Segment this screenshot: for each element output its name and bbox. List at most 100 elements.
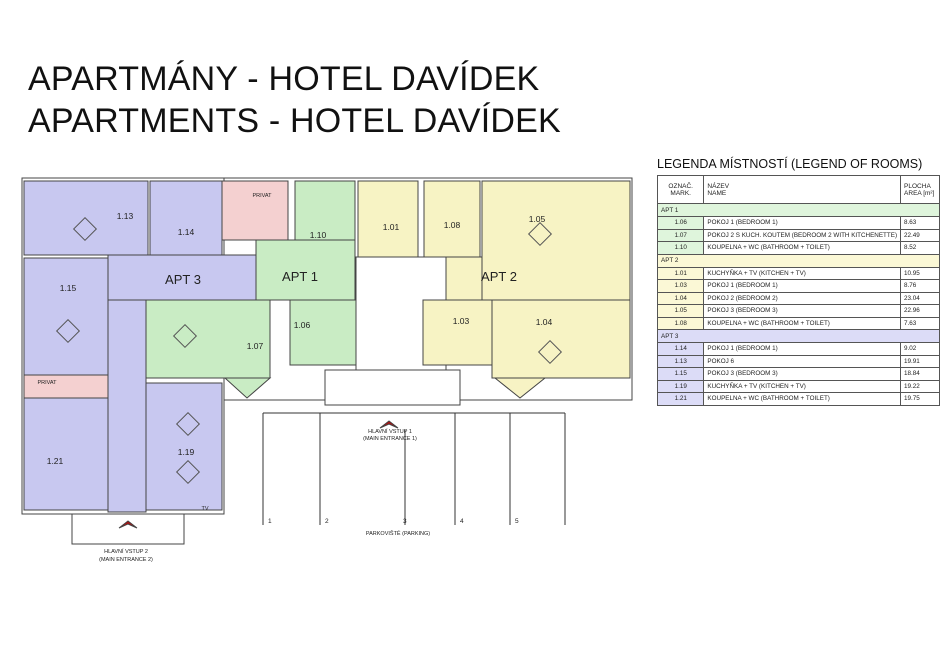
room-area: 9.02 (900, 342, 940, 356)
room-area: 19.22 (900, 379, 940, 393)
privat-lower (23, 374, 109, 399)
room-mark: 1.14 (656, 342, 705, 356)
room-mark: 1.08 (656, 316, 705, 330)
room-mark: 1.07 (656, 228, 705, 242)
room-area: 23.04 (900, 291, 940, 305)
room-area: 18.84 (900, 367, 940, 381)
room-area: 19.91 (900, 354, 940, 368)
entrance2-steps (71, 513, 185, 545)
parking-spot-number: 1 (268, 518, 272, 525)
apt3-hall (107, 299, 147, 513)
room-1-01 (357, 180, 419, 258)
room-1-06 (289, 299, 357, 366)
room-label-1-03: 1.03 (453, 316, 470, 326)
title-czech: APARTMÁNY - HOTEL DAVÍDEK (28, 60, 540, 98)
group-label: APT 1 (657, 203, 940, 217)
table-icon (175, 459, 201, 485)
room-name: KOUPELNA + WC (BATHROOM + TOILET) (703, 241, 902, 255)
room-name: POKOJ 1 (BEDROOM 1) (703, 216, 902, 230)
parking-spot-number: 4 (460, 518, 464, 525)
entrance2-label: HLAVNÍ VSTUP 2 (104, 548, 148, 555)
privat-label: PRIVAT (252, 193, 272, 199)
room-name: POKOJ 3 (BEDROOM 3) (703, 304, 902, 318)
entrance1-label: HLAVNÍ VSTUP 1 (368, 428, 412, 435)
room-label-1-01: 1.01 (383, 222, 400, 232)
room-mark: 1.03 (656, 279, 705, 293)
room-area: 19.75 (900, 392, 940, 406)
room-label-1-07: 1.07 (247, 341, 264, 351)
room-mark: 1.06 (656, 216, 705, 230)
room-1-19 (145, 382, 223, 511)
room-mark: 1.10 (656, 241, 705, 255)
room-mark: 1.15 (656, 367, 705, 381)
parking-spot-number: 2 (325, 518, 329, 525)
room-1-07 (145, 299, 271, 379)
legend-group-3: APT 3 (657, 329, 940, 343)
privat-label: PRIVAT (37, 380, 57, 386)
room-1-08 (423, 180, 481, 258)
apt3-corridor (107, 254, 257, 301)
room-label-1-13: 1.13 (117, 211, 134, 221)
room-1-15 (23, 257, 109, 376)
room-mark: 1.04 (656, 291, 705, 305)
parking-spot-number: 3 (403, 518, 407, 525)
table-icon (72, 216, 98, 242)
room-area: 8.63 (900, 216, 940, 230)
title-english: APARTMENTS - HOTEL DAVÍDEK (28, 102, 561, 140)
legend-title: LEGENDA MÍSTNOSTÍ (LEGEND OF ROOMS) (657, 157, 923, 171)
table-icon (527, 221, 553, 247)
table-icon (172, 323, 198, 349)
table-icon (55, 318, 81, 344)
room-label-1-15: 1.15 (60, 283, 77, 293)
room-1-05 (481, 180, 631, 301)
entrance-porch (324, 369, 461, 406)
room-mark: 1.19 (656, 379, 705, 393)
room-label-1-19: 1.19 (178, 447, 195, 457)
room-1-07-bay (223, 377, 272, 399)
entrance2-label-en: (MAIN ENTRANCE 2) (99, 557, 153, 563)
room-1-14 (149, 180, 223, 256)
room-label-1-04: 1.04 (536, 317, 553, 327)
room-label-1-10: 1.10 (310, 230, 327, 240)
header-area-en: AREA [m²] (904, 189, 935, 197)
entrance-arrow-icon (379, 420, 399, 429)
room-mark: 1.01 (656, 266, 705, 280)
room-area: 22.96 (900, 304, 940, 318)
room-name: POKOJ 3 (BEDROOM 3) (703, 367, 902, 381)
room-mark: 1.21 (656, 392, 705, 406)
entrance-arrow-icon (118, 520, 138, 529)
room-1-21 (23, 397, 109, 511)
header-area: PLOCHA (904, 182, 931, 190)
legend-group-2: APT 2 (657, 253, 940, 268)
room-label-1-06: 1.06 (294, 320, 311, 330)
room-area: 22.49 (900, 228, 940, 242)
group-label: APT 2 (657, 253, 940, 268)
room-label-1-21: 1.21 (47, 456, 64, 466)
group-label: APT 3 (657, 329, 940, 343)
header-mark-en: MARK. (670, 189, 691, 197)
parking-spot-number: 5 (515, 518, 519, 525)
tv-label: TV (201, 506, 208, 512)
room-name: POKOJ 1 (BEDROOM 1) (703, 342, 902, 356)
room-label-1-05: 1.05 (529, 214, 546, 224)
room-name: KOUPELNA + WC (BATHROOM + TOILET) (703, 316, 902, 330)
room-label-1-14: 1.14 (178, 227, 195, 237)
apt2-label: APT 2 (481, 269, 517, 284)
room-1-04 (491, 299, 631, 379)
apt1-corridor (255, 239, 356, 301)
room-1-03 (422, 299, 493, 366)
parking-label: PARKOVIŠTĚ (PARKING) (366, 529, 430, 537)
legend-group-1: APT 1 (657, 203, 940, 217)
